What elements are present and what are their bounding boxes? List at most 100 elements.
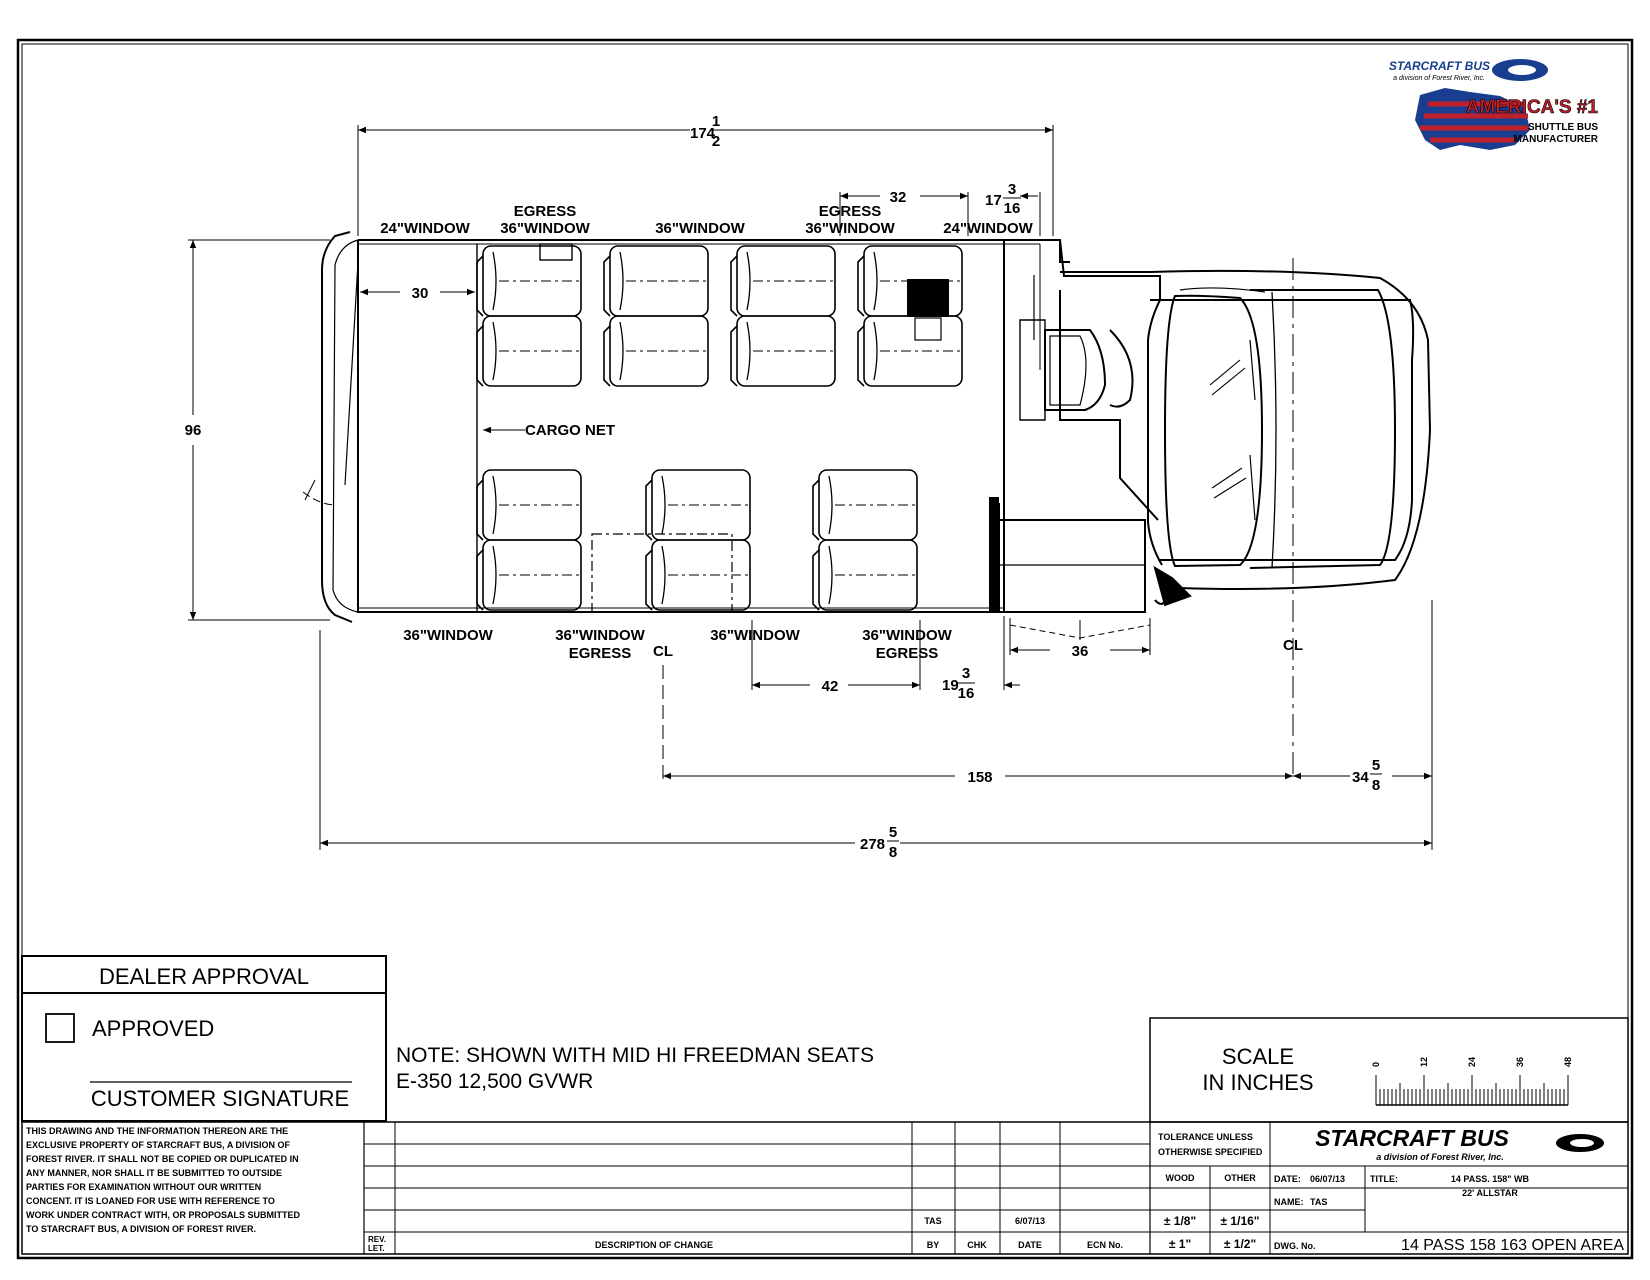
scale-tick-label: 36 [1515,1057,1525,1067]
dim-door-36: 36 [1072,643,1089,660]
legal-line: PARTIES FOR EXAMINATION WITHOUT OUR WRIT… [26,1182,261,1192]
legal-line: THIS DRAWING AND THE INFORMATION THEREON… [26,1126,288,1136]
scale-tick-label: 0 [1371,1062,1381,1067]
dim-17-num: 3 [1008,181,1016,198]
company-division: a division of Forest River, Inc. [1376,1152,1504,1162]
window-label: 24"WINDOW [943,220,1033,237]
other-header: OTHER [1224,1173,1256,1183]
dim-overall-num: 5 [889,824,897,841]
dwg-label: DWG. No. [1274,1241,1316,1251]
seat-pair [645,469,751,611]
dim-19-den: 16 [958,685,975,702]
window-label: 36"WINDOW [655,220,745,237]
dimension-lines [188,125,1433,850]
entry-date: 6/07/13 [1015,1216,1045,1226]
seat-pair [857,245,963,387]
note-line-1: NOTE: SHOWN WITH MID HI FREEDMAN SEATS [396,1044,874,1067]
rev-label-1: REV. [368,1235,386,1244]
rev-label-2: LET. [368,1244,384,1253]
wood-coarse-tolerance: ± 1" [1169,1237,1191,1251]
title-label: TITLE: [1370,1174,1398,1184]
egress-label: EGRESS [514,203,577,220]
window-label: 24"WINDOW [380,220,470,237]
window-label: 36"WINDOW [500,220,590,237]
dim-17-den: 16 [1004,200,1021,217]
legal-line: FOREST RIVER. IT SHALL NOT BE COPIED OR … [26,1154,299,1164]
scale-ruler: 0 12 24 36 48 [1371,1057,1573,1106]
wood-header: WOOD [1166,1173,1195,1183]
name-label: NAME: [1274,1197,1304,1207]
other-coarse-tolerance: ± 1/2" [1224,1237,1256,1251]
window-label: 36"WINDOW [710,627,800,644]
other-fine-tolerance: ± 1/16" [1221,1214,1260,1228]
dealer-approval-box: DEALER APPROVAL APPROVED CUSTOMER SIGNAT… [21,955,387,1122]
logo-slogan: AMERICA'S #1 [1466,97,1599,118]
note-line-2: E-350 12,500 GVWR [396,1070,593,1093]
legal-line: EXCLUSIVE PROPERTY OF STARCRAFT BUS, A D… [26,1140,291,1150]
logo-division: a division of Forest River, Inc. [1393,75,1485,82]
dim-overall-whole: 278 [860,836,885,853]
approved-checkbox[interactable] [45,1013,75,1043]
centerline-marker: CL [1283,637,1303,654]
legal-line: TO STARCRAFT BUS, A DIVISION OF FOREST R… [26,1224,256,1234]
date-label: DATE: [1274,1174,1301,1184]
window-label: 36"WINDOW [862,627,952,644]
dim-front-den: 8 [1372,777,1380,794]
dimension-values: 174 1 2 32 17 3 16 96 30 42 19 3 16 36 1… [185,113,1382,861]
dim-overall-den: 8 [889,844,897,861]
ecn-header: ECN No. [1087,1240,1123,1250]
wood-fine-tolerance: ± 1/8" [1164,1214,1196,1228]
company-name: STARCRAFT BUS [1315,1125,1509,1151]
by-header: BY [927,1240,940,1250]
approved-label: APPROVED [92,1016,214,1041]
dealer-approval-title: DEALER APPROVAL [99,964,309,989]
logo-slogan-sub1: SHUTTLE BUS [1528,122,1598,133]
dim-overall-body-whole: 174 [690,125,716,142]
scale-tick-label: 12 [1419,1057,1429,1067]
dim-19-whole: 19 [942,677,959,694]
legal-line: WORK UNDER CONTRACT WITH, OR PROPOSALS S… [26,1210,300,1220]
seat-pair [812,469,918,611]
tolerance-line-2: OTHERWISE SPECIFIED [1158,1147,1263,1157]
date-header: DATE [1018,1240,1042,1250]
window-label: 36"WINDOW [403,627,493,644]
brand-logo: STARCRAFT BUS a division of Forest River… [1389,59,1599,150]
dim-42: 42 [822,678,839,695]
window-label: 36"WINDOW [805,220,895,237]
revision-block: REV. LET. DESCRIPTION OF CHANGE BY CHK D… [368,1216,1123,1253]
title-block [21,1121,1629,1255]
bus-body [302,231,1432,623]
seat-pair [476,245,582,387]
name-value: TAS [1310,1197,1327,1207]
seat-pair [730,245,836,387]
dim-19-num: 3 [962,665,970,682]
centerline-marker: CL [653,643,673,660]
dim-front-num: 5 [1372,757,1380,774]
cargo-net-label: CARGO NET [525,422,615,439]
egress-label: EGRESS [819,203,882,220]
dim-width: 96 [185,422,202,439]
description-header: DESCRIPTION OF CHANGE [595,1240,713,1250]
logo-slogan-sub2: MANUFACTURER [1514,134,1599,145]
customer-signature-label: CUSTOMER SIGNATURE [91,1086,349,1111]
dim-wheelbase: 158 [967,769,992,786]
tolerance-block: TOLERANCE UNLESS OTHERWISE SPECIFIED WOO… [1158,1132,1263,1251]
title-line-2: 22' ALLSTAR [1462,1188,1518,1198]
dim-32: 32 [890,189,907,206]
legal-notice: THIS DRAWING AND THE INFORMATION THEREON… [26,1126,300,1234]
dim-17-whole: 17 [985,192,1002,209]
window-label: 36"WINDOW [555,627,645,644]
dim-rear-30: 30 [412,285,429,302]
seating-layout [476,244,963,613]
seat-pair [476,469,582,611]
dim-overall-body-num: 1 [712,113,720,130]
scale-tick-label: 48 [1563,1057,1573,1067]
egress-label: EGRESS [876,645,939,662]
legal-line: ANY MANNER, NOR SHALL IT BE SUBMITTED TO… [26,1168,282,1178]
egress-label: EGRESS [569,645,632,662]
scale-tick-label: 24 [1467,1057,1477,1067]
dim-overall-body-den: 2 [712,133,720,150]
